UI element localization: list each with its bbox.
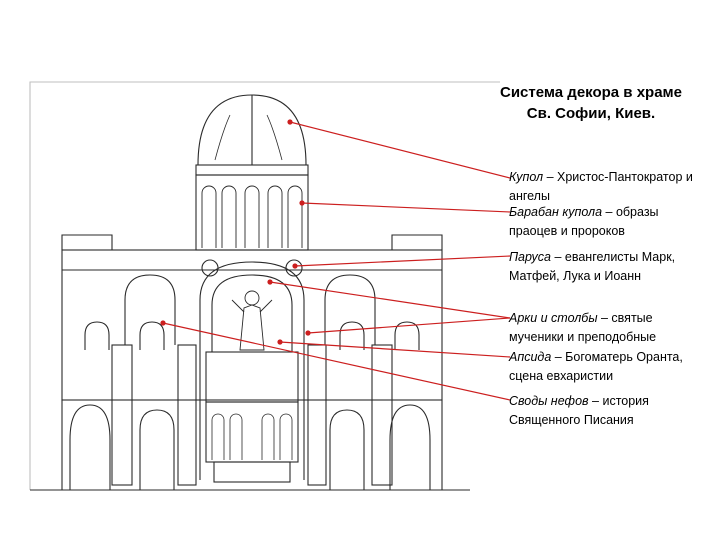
label-pendentives: Паруса – евангелисты Марк, Матфей, Лука … [509,248,709,286]
diagram-title: Система декора в храме Св. Софии, Киев. [500,84,682,122]
leader-line-arches [269,281,511,319]
leader-line-drum [301,202,511,213]
label-vaults: Своды нефов – история Священного Писания [509,392,709,430]
label-term: Купол [509,170,544,184]
label-term: Арки и столбы [509,311,598,325]
label-text: – Богоматерь Оранта, сцена евхаристии [509,350,683,383]
leader-line-vaults [162,322,511,401]
left-arch-2 [84,321,110,350]
left-chapel [61,399,112,490]
label-dome: Купол – Христос-Пантократор и ангелы [509,168,709,206]
label-text: – образы праоцев и пророков [509,205,659,238]
right-arch-2 [394,321,420,350]
upper-walls [61,249,443,401]
leader-line-dome [289,121,511,179]
label-term: Барабан купола [509,205,603,219]
label-text: – Христос-Пантократор и ангелы [509,170,693,203]
label-drum: Барабан купола – образы праоцев и пророк… [509,203,709,241]
label-term: Апсида [509,350,552,364]
right-chapel [389,399,443,490]
apse-arch [199,261,305,480]
label-text: – история Священного Писания [509,394,649,427]
left-arch-1 [124,274,176,345]
label-apse: Апсида – Богоматерь Оранта, сцена евхари… [509,348,709,386]
label-term: Своды нефов [509,394,589,408]
leader-line-arches-2 [307,317,511,334]
cathedral-outline [29,81,500,490]
right-arch-1 [324,274,376,345]
leader-line-apse [279,341,511,358]
label-arches-pillars: Арки и столбы – святые мученики и препод… [509,309,709,347]
orant-figure [231,290,273,351]
label-text: – евангелисты Марк, Матфей, Лука и Иоанн [509,250,676,283]
label-text: – святые мученики и преподобные [509,311,657,344]
leader-line-pendentives [294,255,511,267]
label-term: Паруса [509,250,551,264]
